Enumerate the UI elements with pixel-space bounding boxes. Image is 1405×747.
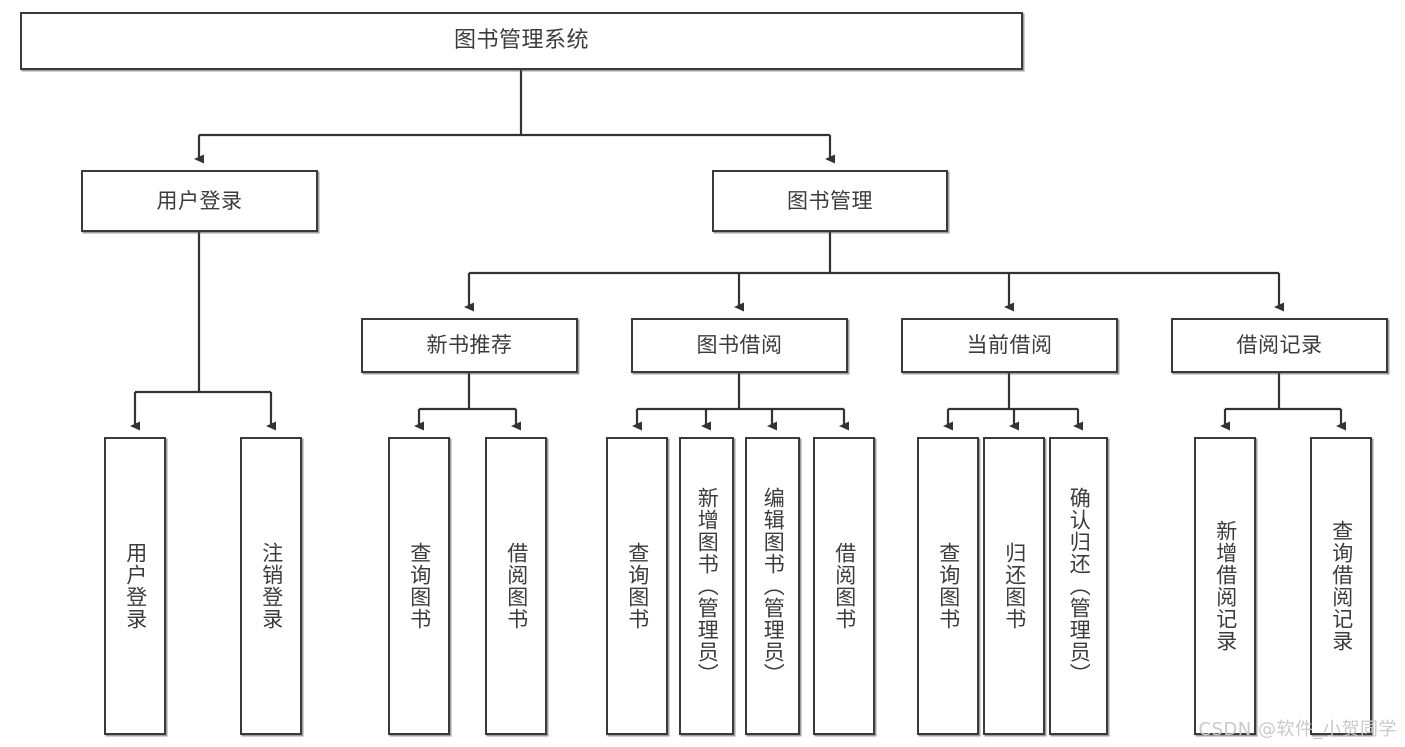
watermark-text: CSDN @软件_小贺同学	[1198, 719, 1397, 740]
node-label: 查询图书	[936, 542, 961, 630]
node-label: 新增图书（管理员）	[695, 487, 720, 685]
node-book-borrow[interactable]: 图书借阅	[631, 318, 848, 373]
node-label: 图书管理系统	[453, 28, 589, 54]
node-leaf-query-book-recommend[interactable]: 查询图书	[388, 437, 450, 735]
node-leaf-logout[interactable]: 注销登录	[240, 437, 302, 735]
node-label: 图书管理	[787, 188, 873, 213]
node-current-borrow[interactable]: 当前借阅	[901, 318, 1118, 373]
node-root-book-management-system[interactable]: 图书管理系统	[20, 12, 1023, 70]
node-label: 当前借阅	[966, 333, 1053, 358]
node-label: 借阅图书	[504, 542, 529, 630]
node-label: 查询借阅记录	[1329, 520, 1354, 652]
node-leaf-add-borrow-record[interactable]: 新增借阅记录	[1194, 437, 1256, 735]
node-leaf-add-book-admin[interactable]: 新增图书（管理员）	[679, 437, 734, 735]
node-borrow-record[interactable]: 借阅记录	[1171, 318, 1388, 373]
node-leaf-borrow-book-recommend[interactable]: 借阅图书	[485, 437, 547, 735]
node-label: 注销登录	[259, 542, 284, 630]
node-label: 编辑图书（管理员）	[761, 487, 786, 685]
node-label: 用户登录	[156, 188, 243, 213]
node-label: 查询图书	[407, 542, 432, 630]
node-user-login[interactable]: 用户登录	[81, 170, 318, 232]
node-label: 用户登录	[123, 542, 148, 630]
node-label: 新书推荐	[426, 333, 513, 358]
node-label: 借阅记录	[1236, 333, 1323, 358]
node-new-book-recommend[interactable]: 新书推荐	[361, 318, 578, 373]
node-leaf-user-login[interactable]: 用户登录	[104, 437, 166, 735]
node-leaf-query-book-current[interactable]: 查询图书	[917, 437, 979, 735]
node-leaf-query-book-borrow[interactable]: 查询图书	[606, 437, 668, 735]
node-leaf-query-borrow-record[interactable]: 查询借阅记录	[1310, 437, 1372, 735]
node-leaf-edit-book-admin[interactable]: 编辑图书（管理员）	[745, 437, 800, 735]
node-book-management[interactable]: 图书管理	[712, 170, 948, 232]
node-leaf-return-book[interactable]: 归还图书	[983, 437, 1045, 735]
node-label: 确认归还（管理员）	[1067, 487, 1092, 685]
node-leaf-confirm-return-admin[interactable]: 确认归还（管理员）	[1049, 437, 1108, 735]
node-label: 借阅图书	[832, 542, 857, 630]
node-label: 新增借阅记录	[1213, 520, 1238, 652]
node-label: 归还图书	[1002, 542, 1027, 630]
node-leaf-borrow-book-borrow[interactable]: 借阅图书	[813, 437, 875, 735]
node-label: 图书借阅	[696, 333, 783, 358]
node-label: 查询图书	[625, 542, 650, 630]
